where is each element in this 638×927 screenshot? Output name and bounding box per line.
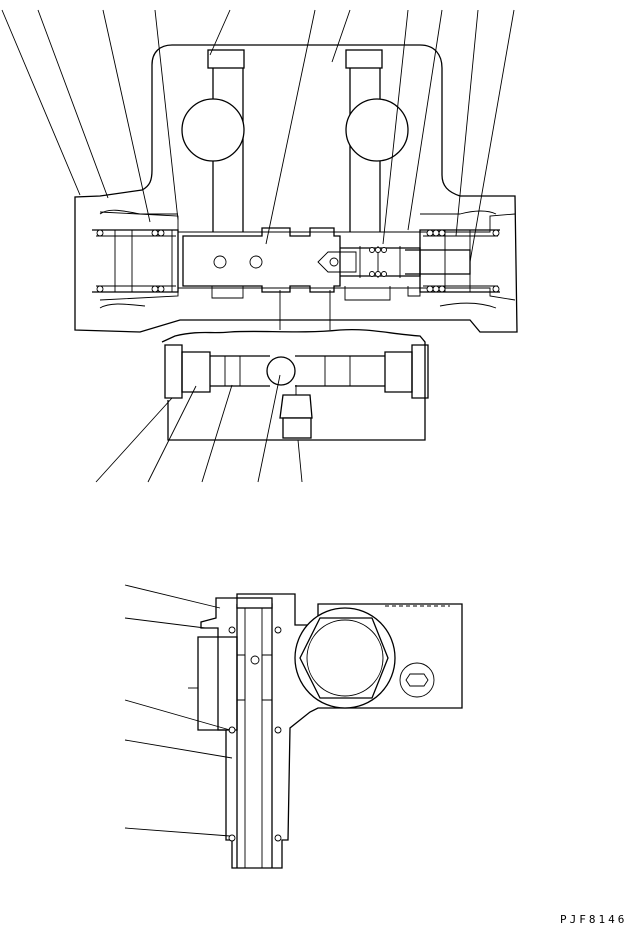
- upper-valve-body: [1, 9, 518, 483]
- drawing-code: PJF8146: [560, 913, 628, 926]
- lower-valve-side-view: [124, 584, 463, 869]
